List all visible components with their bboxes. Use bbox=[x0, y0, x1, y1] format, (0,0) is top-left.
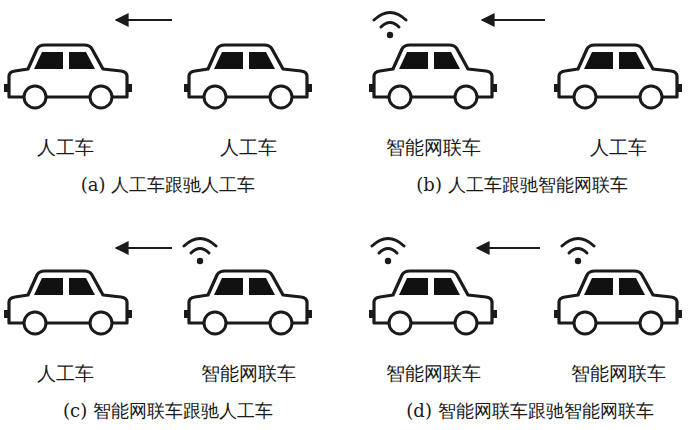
subfigure-caption: (a) 人工车跟驰人工车 bbox=[81, 174, 256, 196]
car-label: 智能网联车 bbox=[386, 362, 481, 385]
car-icon bbox=[4, 45, 132, 108]
car-icon bbox=[4, 271, 132, 334]
car-label: 人工车 bbox=[590, 136, 647, 159]
direction-arrow bbox=[116, 247, 172, 249]
car-label: 智能网联车 bbox=[386, 136, 481, 159]
car-label: 人工车 bbox=[220, 136, 277, 159]
wifi-symbol bbox=[184, 239, 216, 265]
wifi-symbol bbox=[372, 239, 404, 265]
car-icon bbox=[184, 45, 312, 108]
car-icon bbox=[554, 271, 682, 334]
car-label: 人工车 bbox=[37, 136, 94, 159]
car-label: 智能网联车 bbox=[201, 362, 296, 385]
subfigure-caption: (b) 人工车跟驰智能网联车 bbox=[416, 174, 627, 196]
direction-arrow bbox=[477, 247, 540, 249]
car-label: 智能网联车 bbox=[571, 362, 666, 385]
direction-arrow bbox=[482, 19, 545, 21]
car-label: 人工车 bbox=[37, 362, 94, 385]
wifi-symbol bbox=[562, 239, 594, 265]
wifi-symbol bbox=[374, 13, 406, 39]
subfigure-caption: (d) 智能网联车跟驰智能网联车 bbox=[406, 400, 653, 422]
subfigure-caption: (c) 智能网联车跟驰人工车 bbox=[63, 400, 273, 422]
car-icon bbox=[369, 45, 497, 108]
car-icon bbox=[184, 271, 312, 334]
car-icon bbox=[369, 271, 497, 334]
car-icon bbox=[554, 45, 682, 108]
direction-arrow bbox=[116, 19, 172, 21]
